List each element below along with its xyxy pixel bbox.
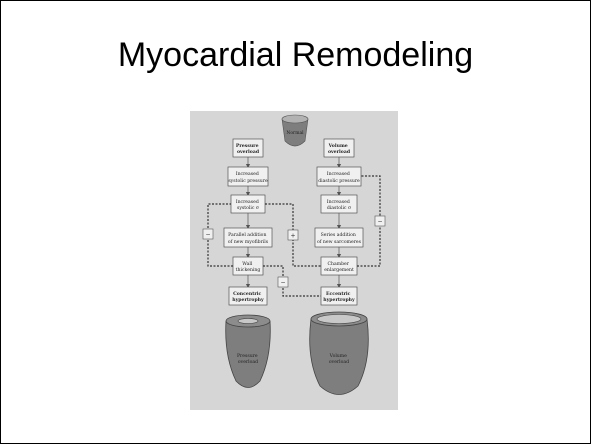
volume-heart-label-2: overload xyxy=(329,359,349,365)
feedback-sign-right: − xyxy=(377,219,382,226)
increased-systolic-pressure-1: Increased xyxy=(236,171,259,177)
svg-text:Pressure overload: Pressure overload xyxy=(237,353,259,365)
series-addition-1: Series addition xyxy=(321,232,356,238)
chamber-enlargement-1: Chamber xyxy=(328,261,350,267)
pressure-heart-label-1: Pressure xyxy=(237,353,258,359)
eccentric-hypertrophy-2: hypertrophy xyxy=(323,297,355,303)
parallel-addition-2: of new myofibrils xyxy=(228,239,269,245)
increased-diastolic-pressure-2: diastolic pressure xyxy=(318,178,360,184)
increased-diastolic-stress-2: diastolic σ xyxy=(327,205,351,211)
svg-text:Series addition of new s: Series addition of new sarcomeres xyxy=(317,232,362,245)
increased-systolic-stress-1: Increased xyxy=(236,199,259,205)
increased-diastolic-pressure-1: Increased xyxy=(327,171,350,177)
svg-text:Parallel addition of new: Parallel addition of new myofibrils xyxy=(228,232,269,245)
svg-text:Volume overload: Volume overload xyxy=(328,143,351,155)
svg-text:Eccentric hypertrophy: Eccentric hypertrophy xyxy=(323,291,355,303)
left-column: Pressure overload Increased systolic pre… xyxy=(223,138,273,306)
concentric-hypertrophy-1: Concentric xyxy=(233,291,261,297)
remodeling-diagram: Normal Pressure overload Increased systo… xyxy=(190,111,398,410)
pressure-overload-heart-icon: Pressure overload xyxy=(225,314,271,388)
series-addition-2: of new sarcomeres xyxy=(317,239,362,245)
svg-text:Volume overload: Volume overload xyxy=(329,353,349,365)
wall-thickening-1: Wall xyxy=(242,261,253,267)
feedback-sign-bottom: − xyxy=(280,280,285,287)
normal-heart-icon: Normal xyxy=(281,114,309,147)
feedback-sign-left: − xyxy=(205,232,210,239)
wall-thickening-2: thickening xyxy=(236,267,261,273)
svg-text:Increased diastolic σ: Increased diastolic σ xyxy=(327,199,352,211)
svg-text:Wall thickening: Wall thickening xyxy=(236,261,261,273)
volume-overload-label-2: overload xyxy=(328,149,351,155)
eccentric-hypertrophy-1: Eccentric xyxy=(326,291,351,297)
pressure-overload-label-2: overload xyxy=(237,149,260,155)
svg-text:Pressure overload: Pressure overload xyxy=(236,143,260,155)
svg-text:Increased systolic σ: Increased systolic σ xyxy=(236,199,261,211)
volume-overload-heart-icon: Volume overload xyxy=(309,311,369,395)
parallel-addition-1: Parallel addition xyxy=(228,232,266,238)
diagram-panel xyxy=(190,111,398,410)
svg-text:Concentric hypertrophy: Concentric hypertrophy xyxy=(232,291,264,303)
svg-text:Chamber enlargement: Chamber enlargement xyxy=(324,261,354,273)
increased-systolic-pressure-2: systolic pressure xyxy=(228,178,268,184)
pressure-heart-label-2: overload xyxy=(238,359,258,365)
feedback-signs: − + − − xyxy=(202,215,386,288)
right-column: Volume overload Increased diastolic pres… xyxy=(314,138,364,306)
chamber-enlargement-2: enlargement xyxy=(324,267,354,273)
svg-text:Increased diastolic pres: Increased diastolic pressure xyxy=(318,171,360,184)
concentric-hypertrophy-2: hypertrophy xyxy=(232,297,264,303)
increased-systolic-stress-2: systolic σ xyxy=(237,205,259,211)
feedback-sign-center: + xyxy=(290,233,295,240)
pressure-overload-label-1: Pressure xyxy=(236,143,259,149)
volume-heart-label-1: Volume xyxy=(329,353,347,359)
increased-diastolic-stress-1: Increased xyxy=(327,199,350,205)
svg-text:Increased systolic press: Increased systolic pressure xyxy=(228,171,268,184)
slide-title: Myocardial Remodeling xyxy=(117,36,474,74)
normal-label: Normal xyxy=(286,130,304,136)
volume-overload-label-1: Volume xyxy=(328,143,348,149)
